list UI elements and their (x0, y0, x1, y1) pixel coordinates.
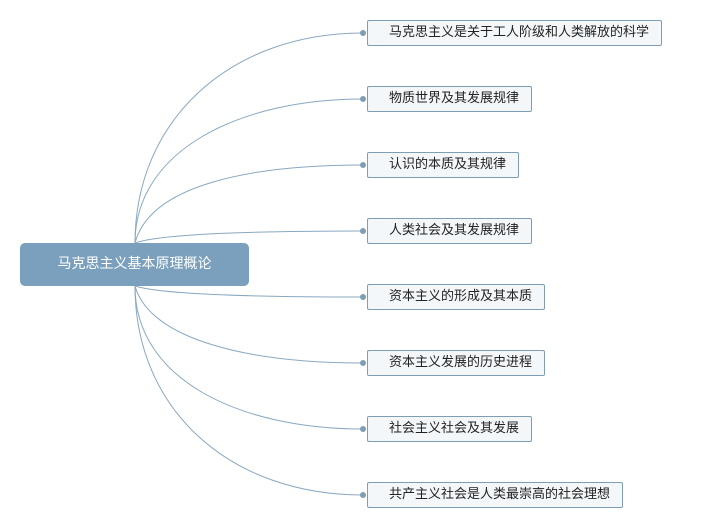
connector-dot-3 (360, 162, 366, 168)
connector-dot-4 (360, 228, 366, 234)
connector-7 (134, 285, 364, 430)
connector-dot-7 (360, 426, 366, 432)
branch-topic-2[interactable]: 物质世界及其发展规律 (367, 86, 533, 112)
branch-topic-4[interactable]: 人类社会及其发展规律 (367, 218, 533, 244)
branch-topic-1[interactable]: 马克思主义是关于工人阶级和人类解放的科学 (367, 20, 663, 46)
connector-6 (134, 285, 364, 364)
connector-8 (134, 285, 364, 496)
connector-3 (134, 164, 364, 244)
connector-dot-2 (360, 96, 366, 102)
root-topic[interactable]: 马克思主义基本原理概论 (20, 243, 249, 286)
connector-dot-6 (360, 360, 366, 366)
connector-4 (134, 230, 364, 244)
connector-5 (134, 285, 364, 298)
branch-topic-5[interactable]: 资本主义的形成及其本质 (367, 284, 546, 310)
connector-1 (134, 32, 364, 244)
branch-topic-6[interactable]: 资本主义发展的历史进程 (367, 350, 546, 376)
branch-topic-8[interactable]: 共产主义社会是人类最崇高的社会理想 (367, 482, 624, 508)
connector-dot-8 (360, 492, 366, 498)
branch-topic-7[interactable]: 社会主义社会及其发展 (367, 416, 533, 442)
branch-topic-3[interactable]: 认识的本质及其规律 (367, 152, 520, 178)
connector-dot-1 (360, 30, 366, 36)
connector-dot-5 (360, 294, 366, 300)
connector-2 (134, 98, 364, 244)
